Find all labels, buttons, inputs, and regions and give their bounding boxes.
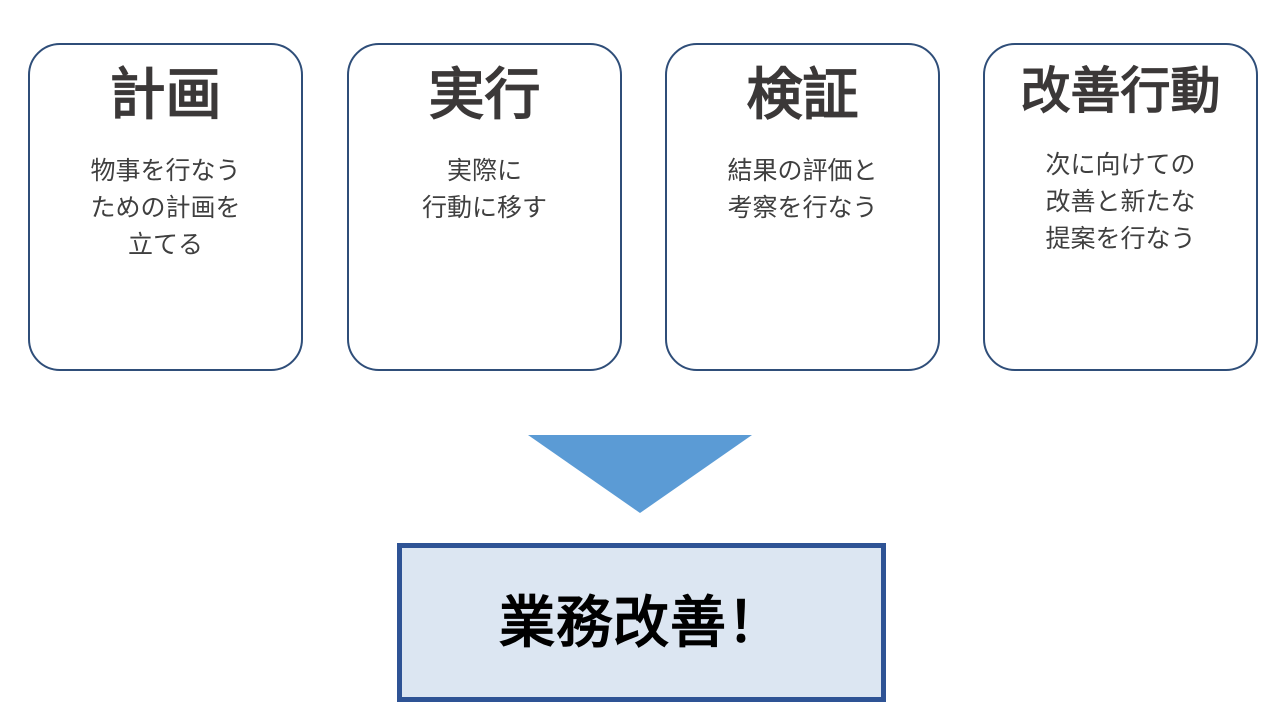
step-cards-row: 計画 物事を行なう ための計画を 立てる 実行 実際に 行動に移す 検証 結果の… xyxy=(0,43,1280,373)
result-box[interactable]: 業務改善！ xyxy=(397,543,886,702)
step-card-title: 検証 xyxy=(746,63,859,126)
down-arrow-icon xyxy=(528,435,752,513)
step-card-description: 物事を行なう ための計画を 立てる xyxy=(90,157,241,260)
step-card-act[interactable]: 改善行動 次に向けての 改善と新たな 提案を行なう xyxy=(983,43,1258,371)
step-card-title: 改善行動 xyxy=(1020,63,1221,119)
step-card-check[interactable]: 検証 結果の評価と 考察を行なう xyxy=(665,43,940,371)
step-card-do[interactable]: 実行 実際に 行動に移す xyxy=(347,43,622,371)
down-arrow-triangle xyxy=(528,435,752,513)
step-card-description: 結果の評価と 考察を行なう xyxy=(727,157,878,223)
step-card-description: 実際に 行動に移す xyxy=(421,157,547,223)
result-label: 業務改善！ xyxy=(499,590,784,654)
step-card-title: 計画 xyxy=(109,63,222,126)
step-card-title: 実行 xyxy=(428,63,541,126)
step-card-description: 次に向けての 改善と新たな 提案を行なう xyxy=(1045,150,1196,253)
step-card-plan[interactable]: 計画 物事を行なう ための計画を 立てる xyxy=(28,43,303,371)
